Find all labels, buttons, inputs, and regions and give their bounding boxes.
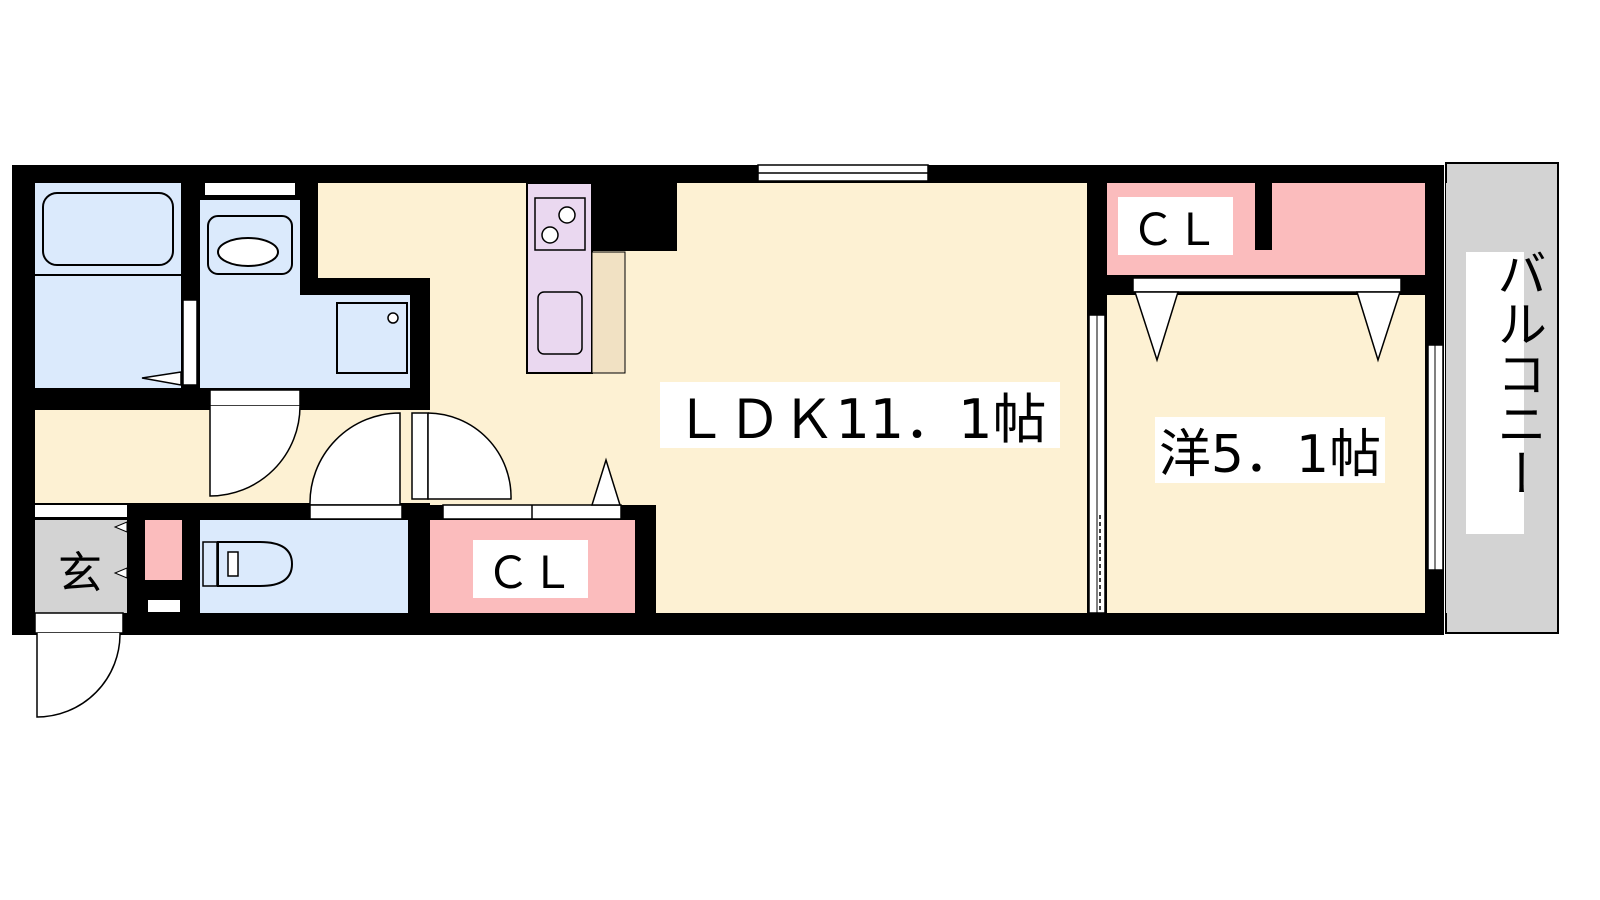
washroom-door-frame <box>209 389 301 407</box>
kitchen-side-counter <box>591 251 626 374</box>
stove-burner-1 <box>558 206 576 224</box>
washbasin-bowl <box>217 237 279 267</box>
toilet-door-swing <box>309 412 401 506</box>
closet-bottom-door-fold <box>590 457 622 506</box>
sink-icon <box>537 291 583 355</box>
entrance-small-box <box>148 600 180 612</box>
stove-icon <box>534 197 586 251</box>
ldk-door-swing <box>427 412 512 500</box>
washroom-door-swing <box>209 405 301 497</box>
balcony-label: バルコニー <box>1489 248 1547 498</box>
western-label-bg <box>1155 417 1385 483</box>
closet-bottom-label-bg <box>473 540 588 598</box>
ldk-label: ＬＤＫ11．1帖 <box>673 388 1046 451</box>
shoe-closet <box>145 520 182 580</box>
entrance-gap-top <box>35 505 127 517</box>
toilet-door-frame <box>309 504 403 520</box>
stove-burner-2 <box>541 226 559 244</box>
closet-top-label-bg <box>1118 197 1233 255</box>
front-door-frame <box>34 612 124 634</box>
closet-top-door-fold-1 <box>1133 291 1180 363</box>
closet-top-label: ＣＬ <box>1131 205 1219 256</box>
bathtub-icon <box>42 192 174 266</box>
entrance <box>35 520 127 613</box>
entrance-label: 玄 <box>58 548 102 599</box>
balcony-label-bg <box>1466 252 1524 534</box>
western-label: 洋5．1帖 <box>1159 425 1381 485</box>
bath-door-frame <box>182 299 198 386</box>
washroom-top-gap <box>205 183 295 195</box>
toilet-seat-hinge <box>227 551 239 577</box>
closet-bottom-label: ＣＬ <box>486 548 574 599</box>
closet-top-door-track <box>1132 277 1402 293</box>
closet-top-door-fold-2 <box>1355 291 1402 363</box>
closet-top-post <box>1255 183 1272 250</box>
ldk-door-frame <box>411 412 429 500</box>
entrance-step-arrow-1 <box>113 521 128 533</box>
front-door-swing <box>36 632 121 718</box>
ldk-label-bg <box>660 382 1060 448</box>
kitchen-pillar <box>592 183 677 251</box>
entrance-step-arrow-2 <box>113 567 128 579</box>
bath-door-swing <box>141 371 182 386</box>
washing-machine-drain <box>387 312 399 324</box>
toilet-tank <box>202 541 218 587</box>
